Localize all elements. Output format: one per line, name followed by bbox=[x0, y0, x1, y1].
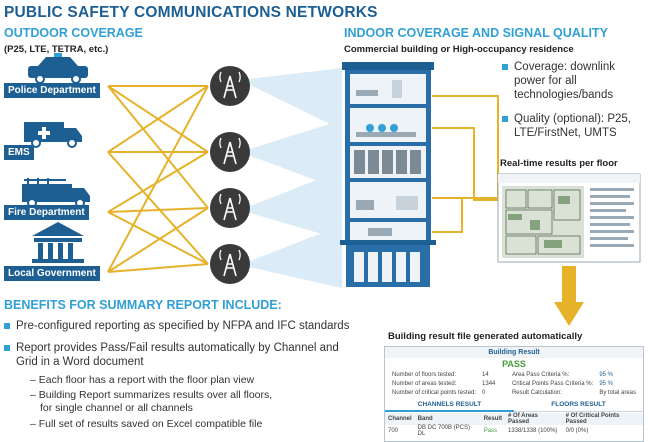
building-result-header: Building Result bbox=[385, 347, 643, 358]
building-report-label: Building result file generated automatic… bbox=[388, 331, 583, 342]
down-arrow-icon bbox=[554, 266, 584, 326]
benefit-subbullet-floor-report: – Each floor has a report with the floor… bbox=[30, 374, 255, 386]
building-summary-right: Area Pass Criteria %:95 % Critical Point… bbox=[509, 370, 639, 397]
benefit-bullet-pass-fail: Report provides Pass/Fail results automa… bbox=[4, 341, 339, 369]
table-row: Number of floors tested:14 bbox=[392, 371, 489, 378]
table-row: Number of areas tested:1344 bbox=[392, 380, 496, 387]
indoor-bullet-coverage: Coverage: downlink power for all technol… bbox=[502, 60, 646, 102]
page-title: PUBLIC SAFETY COMMUNICATIONS NETWORKS bbox=[4, 4, 378, 21]
building-result-panel: Building Result PASS Number of floors te… bbox=[384, 346, 644, 442]
outdoor-heading: OUTDOOR COVERAGE bbox=[4, 26, 143, 40]
government-building-icon bbox=[32, 222, 84, 263]
indoor-heading: INDOOR COVERAGE AND SIGNAL QUALITY bbox=[344, 26, 608, 40]
building-illustration bbox=[340, 62, 436, 287]
fire-truck-icon bbox=[22, 178, 90, 208]
tab-floors-result[interactable]: FLOORS RESULT bbox=[514, 400, 643, 412]
table-row: Critical Points Pass Criteria %:95 % bbox=[511, 380, 613, 387]
agency-label-ems: EMS bbox=[4, 145, 34, 160]
table-row: Result Calculation:By total areas bbox=[511, 389, 636, 396]
table-row: Number of critical points tested:0 bbox=[392, 389, 486, 396]
indoor-subheading: Commercial building or High-occupancy re… bbox=[344, 44, 574, 55]
agency-label-government: Local Government bbox=[4, 266, 100, 281]
tab-channels-result[interactable]: CHANNELS RESULT bbox=[385, 400, 514, 412]
outdoor-subheading: (P25, LTE, TETRA, etc.) bbox=[4, 44, 109, 55]
agency-label-police: Police Department bbox=[4, 83, 100, 98]
realtime-label: Real-time results per floor bbox=[500, 158, 618, 169]
agency-label-fire: Fire Department bbox=[4, 205, 89, 220]
benefit-bullet-preconfigured: Pre-configured reporting as specified by… bbox=[4, 319, 349, 333]
ambulance-icon bbox=[24, 122, 82, 148]
benefit-subbullet-excel: – Full set of results saved on Excel com… bbox=[30, 418, 263, 430]
indoor-bullet-quality: Quality (optional): P25, LTE/FirstNet, U… bbox=[502, 112, 646, 140]
table-row: Area Pass Criteria %:95 % bbox=[511, 371, 613, 378]
building-summary-left: Number of floors tested:14 Number of are… bbox=[389, 370, 498, 397]
benefit-subbullet-building-report: – Building Report summarizes results ove… bbox=[30, 389, 273, 414]
floor-plan-thumbnail bbox=[497, 173, 641, 263]
benefits-heading: BENEFITS FOR SUMMARY REPORT INCLUDE: bbox=[4, 298, 282, 312]
pass-status: PASS bbox=[502, 359, 526, 369]
police-car-icon bbox=[28, 53, 88, 84]
tower-icons bbox=[210, 66, 250, 284]
